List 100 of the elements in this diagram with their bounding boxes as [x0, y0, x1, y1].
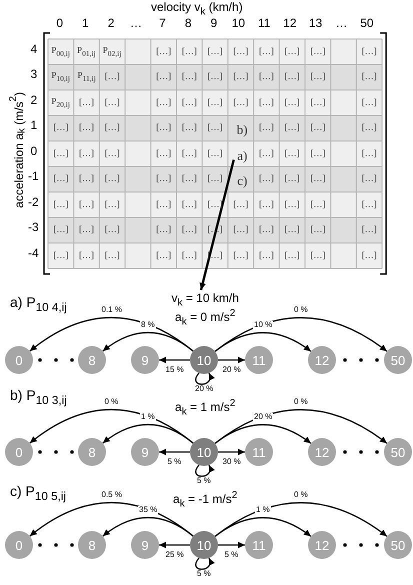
edge-label: 20 % — [253, 413, 274, 422]
column-header: 0 — [56, 17, 64, 30]
edge-label: 0 % — [293, 306, 309, 315]
column-header: 7 — [159, 17, 166, 30]
matrix-entry: […] — [53, 225, 68, 236]
matrix-entry: […] — [104, 225, 120, 236]
matrix-entry: […] — [362, 174, 377, 184]
matrix-entry: […] — [182, 123, 197, 134]
column-header: 50 — [360, 17, 374, 30]
edge-label: 8 % — [140, 321, 156, 330]
state-circle: 9 — [131, 531, 159, 559]
column-header: 8 — [184, 17, 192, 30]
arrow — [159, 356, 190, 364]
arrow — [218, 448, 245, 456]
state-circle: 11 — [245, 438, 273, 466]
matrix-entry: […] — [284, 225, 300, 236]
state-circle: 11 — [245, 531, 273, 559]
edge-label: 5 % — [196, 570, 212, 578]
state-circle: 50 — [384, 346, 412, 374]
heading-text: a$_{k}$ = 1 m/s$^{2}$ — [175, 398, 236, 417]
matrix-entry: […] — [233, 72, 248, 82]
matrix-entry: […] — [362, 250, 377, 261]
matrix-entry: […] — [182, 174, 197, 184]
state-circle: 8 — [78, 438, 106, 466]
state-circle: 9 — [131, 438, 159, 466]
matrix-entry: […] — [258, 98, 274, 108]
matrix-entry: […] — [104, 174, 120, 184]
matrix-entry: […] — [310, 123, 326, 134]
edge-label: 1 % — [140, 413, 156, 422]
matrix-entry: […] — [284, 72, 300, 82]
row-header: -1 — [28, 170, 39, 184]
matrix-entry: […] — [284, 46, 300, 57]
matrix-entry: P$_{20,ij}$ — [51, 96, 70, 109]
matrix-entry: […] — [182, 46, 197, 57]
matrix-entry: […] — [362, 225, 377, 236]
matrix-entry: […] — [104, 250, 120, 261]
matrix-entry: […] — [156, 200, 172, 210]
matrix-entry: […] — [284, 200, 300, 210]
state-circle: 9 — [131, 346, 159, 374]
matrix-entry: […] — [310, 250, 326, 261]
matrix-entry: […] — [233, 98, 248, 108]
matrix-entry: […] — [284, 123, 300, 134]
matrix-entry: […] — [233, 46, 248, 57]
matrix-entry: P$_{01,ij}$ — [77, 46, 96, 58]
edge-label: 0.5 % — [100, 491, 123, 500]
matrix-entry: […] — [258, 250, 274, 261]
matrix-entry: […] — [182, 250, 197, 261]
edge-label: 30 % — [222, 458, 242, 466]
matrix-entry: […] — [156, 123, 172, 134]
arrow — [102, 516, 194, 537]
axis-title: velocity v$_{k}$ (km/h) — [151, 0, 243, 17]
matrix-entry: […] — [258, 225, 274, 236]
matrix-entry: […] — [258, 123, 274, 134]
column-header: 9 — [210, 17, 218, 30]
row-header: 0 — [30, 144, 38, 158]
column-header: … — [336, 17, 348, 30]
matrix-entry: […] — [79, 148, 94, 159]
state-circle: 8 — [78, 346, 106, 374]
matrix-entry: […] — [79, 174, 94, 184]
column-header: 2 — [108, 17, 114, 30]
row-header: -4 — [28, 246, 39, 260]
matrix-entry: […] — [104, 98, 120, 108]
matrix-entry: […] — [104, 200, 120, 210]
arrow — [102, 424, 194, 444]
column-header: … — [130, 17, 142, 30]
column-header: 1 — [82, 17, 89, 30]
matrix-entry: P$_{10,ij}$ — [51, 71, 70, 84]
matrix-entry: […] — [284, 250, 300, 261]
matrix-entry: […] — [233, 225, 248, 236]
matrix-entry: […] — [156, 46, 172, 57]
matrix-entry: […] — [362, 98, 377, 108]
matrix-entry: […] — [362, 200, 377, 210]
panel-title: b) P$_{10 3,ij}$ — [10, 388, 67, 408]
edge-label: 20 % — [194, 384, 214, 394]
matrix-entry: […] — [182, 98, 197, 108]
matrix-entry: […] — [310, 174, 326, 184]
heading-text: a$_{k}$ = -1 m/s$^{2}$ — [173, 490, 238, 509]
arrow — [214, 409, 388, 444]
matrix-entry: […] — [208, 46, 223, 57]
edge-label: 0 % — [104, 398, 120, 407]
matrix-entry: […] — [233, 200, 248, 210]
matrix-entry: […] — [258, 174, 274, 184]
edge-label: 0 % — [293, 491, 309, 500]
row-header: -3 — [28, 221, 39, 234]
matrix-entry: […] — [208, 200, 223, 210]
matrix-entry: […] — [310, 46, 326, 57]
edge-label: 20 % — [222, 366, 242, 374]
heading-text: v$_{k}$ = 10 km/h — [172, 292, 239, 308]
matrix-entry: […] — [53, 174, 68, 184]
matrix-entry: […] — [233, 250, 248, 261]
edge-label: 0.1 % — [100, 306, 123, 315]
matrix-entry: […] — [310, 72, 326, 82]
matrix-entry: […] — [182, 148, 197, 159]
matrix-entry: P$_{11,ij}$ — [78, 71, 96, 84]
arrow — [195, 558, 214, 570]
column-header: 12 — [283, 17, 296, 30]
edge-label: 25 % — [164, 550, 185, 560]
matrix-entry: P$_{00,ij}$ — [51, 46, 70, 58]
matrix-entry: […] — [284, 148, 300, 159]
matrix-entry: P$_{02,ij}$ — [102, 46, 122, 58]
